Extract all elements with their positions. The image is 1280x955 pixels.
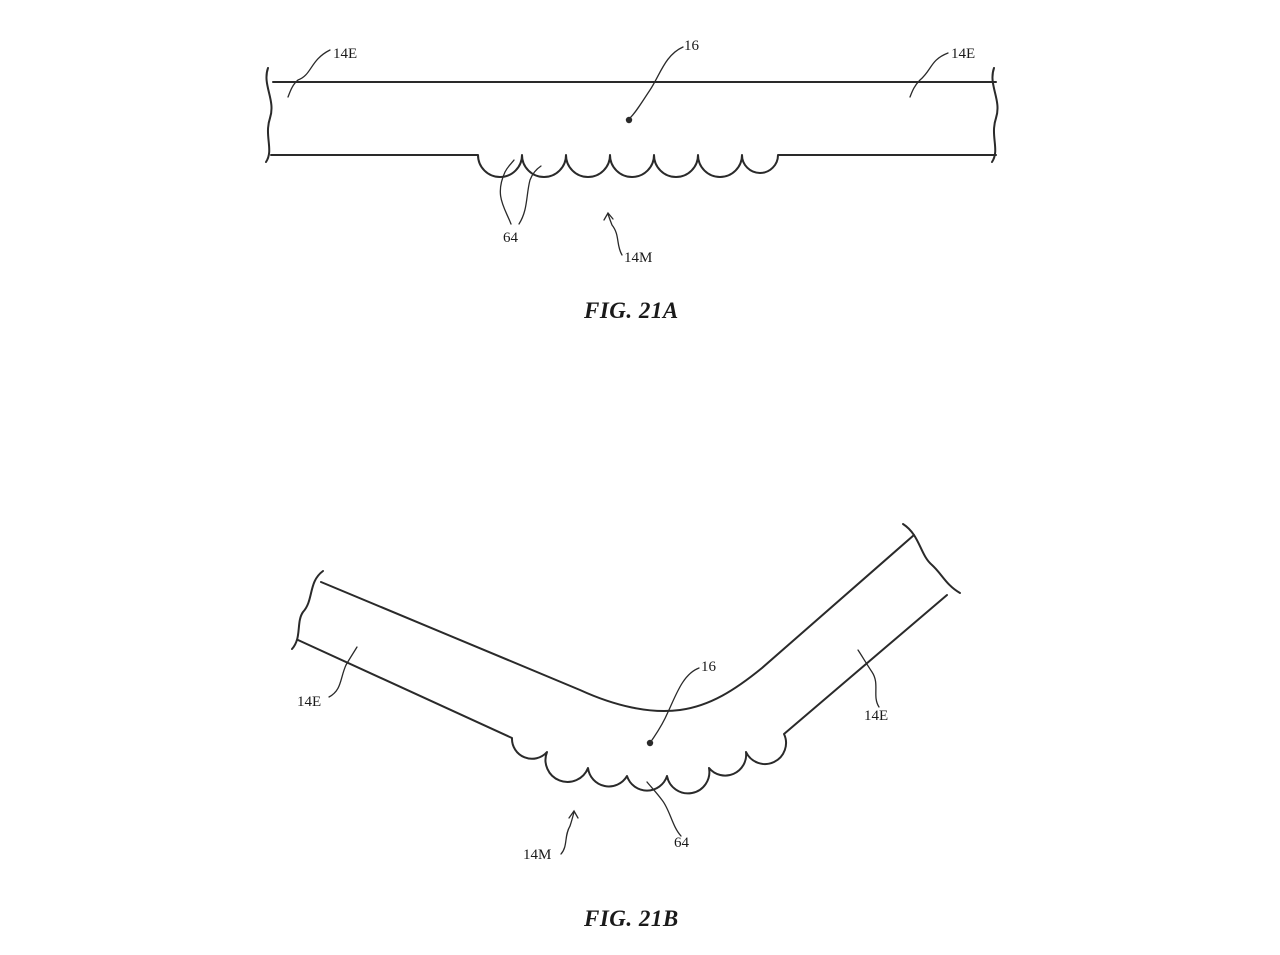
fig-b-label-14m: 14M xyxy=(523,847,551,863)
figure-21b: 14E 16 14E 64 14M FIG. 21B xyxy=(291,523,961,931)
fig-a-leader-14m xyxy=(607,213,623,256)
fig-b-upper-edge xyxy=(320,534,915,713)
fig-b-left-break-line xyxy=(291,570,324,650)
fig-b-leader-right-14e xyxy=(857,649,880,708)
fig-b-leader-14m xyxy=(560,811,575,855)
fig-b-label-16: 16 xyxy=(701,659,717,675)
fig-a-label-64: 64 xyxy=(503,230,519,246)
fig-b-leader-64 xyxy=(646,781,682,837)
fig-b-arrow-14m xyxy=(568,809,579,819)
fig-b-label-14e-left: 14E xyxy=(297,694,321,710)
fig-a-label-14m: 14M xyxy=(624,250,652,266)
fig-a-arrow-14m xyxy=(603,211,614,221)
fig-b-lower-edge-scalloped xyxy=(297,594,948,795)
figure-21a: 14E 16 14E 64 14M FIG. 21A xyxy=(265,38,999,323)
fig-a-label-14e-right: 14E xyxy=(951,46,975,62)
fig-a-label-16: 16 xyxy=(684,38,700,54)
fig-b-right-break-line xyxy=(902,523,961,594)
fig-a-right-break-line xyxy=(991,67,999,163)
fig-b-leader-left-14e xyxy=(328,646,358,698)
fig-a-leader-16 xyxy=(629,46,684,119)
fig-b-center-point xyxy=(646,739,654,747)
fig-a-leader-64-a xyxy=(499,159,515,225)
fig-a-leader-left-14e xyxy=(287,49,331,98)
fig-a-bottom-edge-scalloped xyxy=(270,154,997,178)
fig-a-leader-right-14e xyxy=(909,52,949,98)
fig-b-label-64: 64 xyxy=(674,835,690,851)
fig-b-leader-16 xyxy=(651,667,700,741)
fig-a-left-break-line xyxy=(265,67,273,163)
fig-a-leader-64-b xyxy=(518,165,542,225)
fig-a-center-point xyxy=(625,116,633,124)
fig-a-label-14e-left: 14E xyxy=(333,46,357,62)
fig-b-label-14e-right: 14E xyxy=(864,708,888,724)
fig-b-caption: FIG. 21B xyxy=(583,906,679,931)
fig-a-caption: FIG. 21A xyxy=(583,298,679,323)
